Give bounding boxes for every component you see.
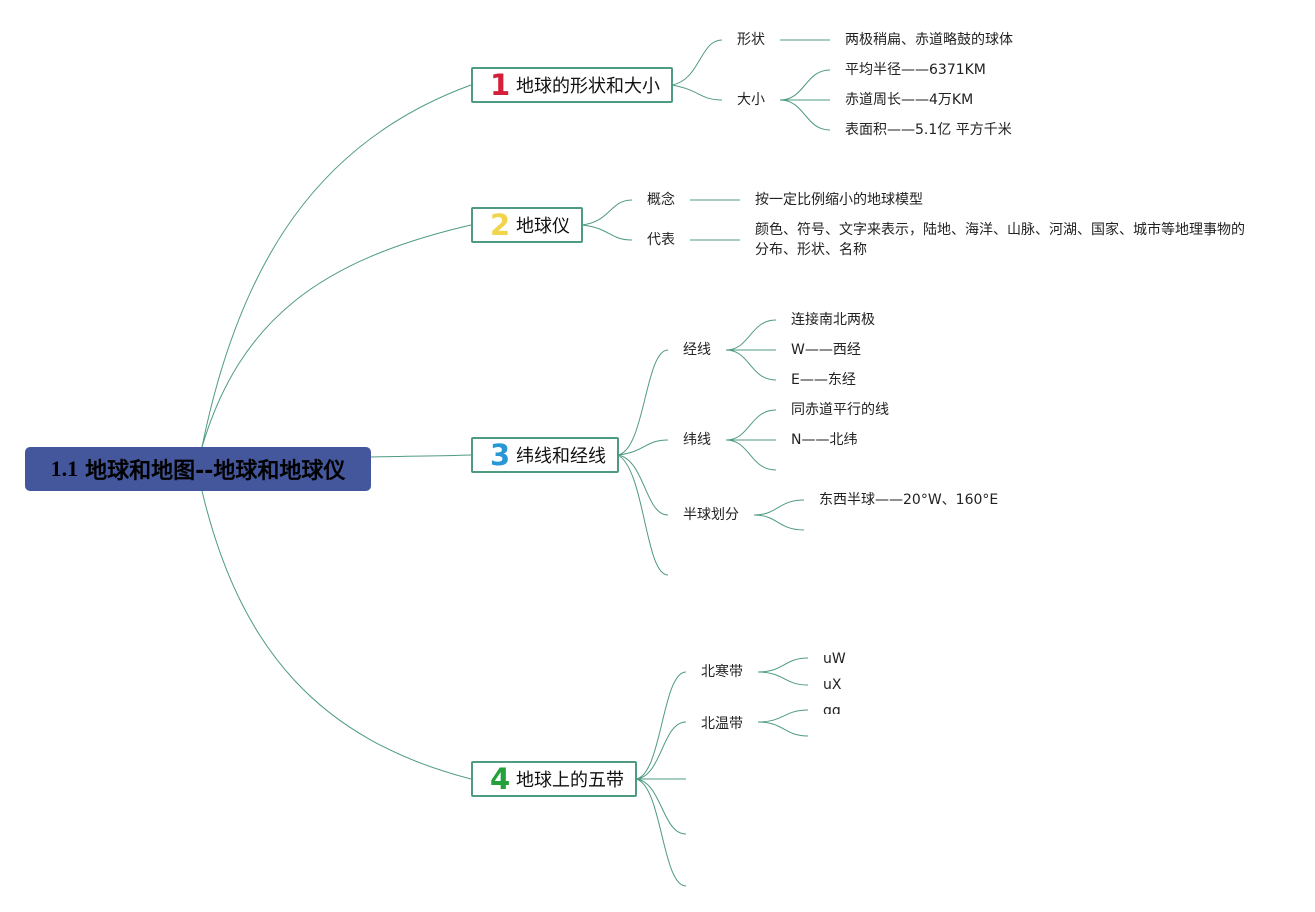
root-title: 地球和地图--地球和地球仪 bbox=[85, 459, 346, 484]
subtopic-parallel[interactable]: 纬线 bbox=[683, 432, 711, 448]
subtopic-represent[interactable]: 代表 bbox=[647, 232, 675, 248]
leaf-meridian-desc[interactable]: 连接南北两极 bbox=[791, 312, 875, 328]
topic-label: 纬线和经线 bbox=[516, 446, 606, 467]
topic-globe[interactable]: 2 地球仪 bbox=[471, 207, 583, 243]
subtopic-hemisphere[interactable]: 半球划分 bbox=[683, 507, 739, 523]
leaf-globe-represent-line2[interactable]: 分布、形状、名称 bbox=[755, 242, 867, 258]
leaf-surface-area[interactable]: 表面积——5.1亿 平方千米 bbox=[845, 122, 1012, 138]
leaf-north-latitude[interactable]: N——北纬 bbox=[791, 432, 858, 448]
root-topic[interactable]: 1.1 地球和地图--地球和地球仪 bbox=[25, 447, 371, 491]
subtopic-meridian[interactable]: 经线 bbox=[683, 342, 711, 358]
badge-two-icon: 2 bbox=[490, 208, 511, 242]
badge-four-icon: 4 bbox=[490, 762, 511, 796]
leaf-parallel-desc[interactable]: 同赤道平行的线 bbox=[791, 402, 889, 418]
leaf-shape-desc[interactable]: 两极稍扁、赤道略鼓的球体 bbox=[845, 32, 1013, 48]
subtopic-concept[interactable]: 概念 bbox=[647, 192, 675, 208]
topic-five-zones[interactable]: 4 地球上的五带 bbox=[471, 761, 637, 797]
subtopic-north-frigid-zone[interactable]: 北寒带 bbox=[701, 664, 743, 680]
topic-label: 地球的形状和大小 bbox=[516, 76, 660, 97]
leaf-frigid-2[interactable]: uX bbox=[823, 677, 842, 693]
topic-shape-and-size[interactable]: 1 地球的形状和大小 bbox=[471, 67, 673, 103]
root-number: 1.1 bbox=[50, 456, 79, 481]
subtopic-shape[interactable]: 形状 bbox=[737, 32, 765, 48]
badge-three-icon: 3 bbox=[490, 438, 511, 472]
leaf-hemisphere-division[interactable]: 东西半球——20°W、160°E bbox=[819, 492, 999, 508]
topic-label: 地球仪 bbox=[516, 216, 570, 237]
leaf-globe-represent-line1[interactable]: 颜色、符号、文字来表示，陆地、海洋、山脉、河湖、国家、城市等地理事物的 bbox=[755, 222, 1245, 238]
topic-latitude-longitude[interactable]: 3 纬线和经线 bbox=[471, 437, 619, 473]
subtopic-north-temperate-zone[interactable]: 北温带 bbox=[701, 716, 743, 732]
leaf-mean-radius[interactable]: 平均半径——6371KM bbox=[845, 62, 986, 78]
leaf-equator-circumference[interactable]: 赤道周长——4万KM bbox=[845, 92, 974, 108]
subtopic-size[interactable]: 大小 bbox=[737, 92, 765, 108]
leaf-frigid-1[interactable]: uW bbox=[823, 651, 846, 667]
leaf-west-longitude[interactable]: W——西经 bbox=[791, 342, 861, 358]
topic-label: 地球上的五带 bbox=[516, 770, 624, 791]
leaf-east-longitude[interactable]: E——东经 bbox=[791, 372, 856, 388]
leaf-temperate-1[interactable]: gg bbox=[823, 703, 841, 714]
badge-one-icon: 1 bbox=[490, 68, 511, 102]
leaf-globe-concept[interactable]: 按一定比例缩小的地球模型 bbox=[755, 192, 923, 208]
